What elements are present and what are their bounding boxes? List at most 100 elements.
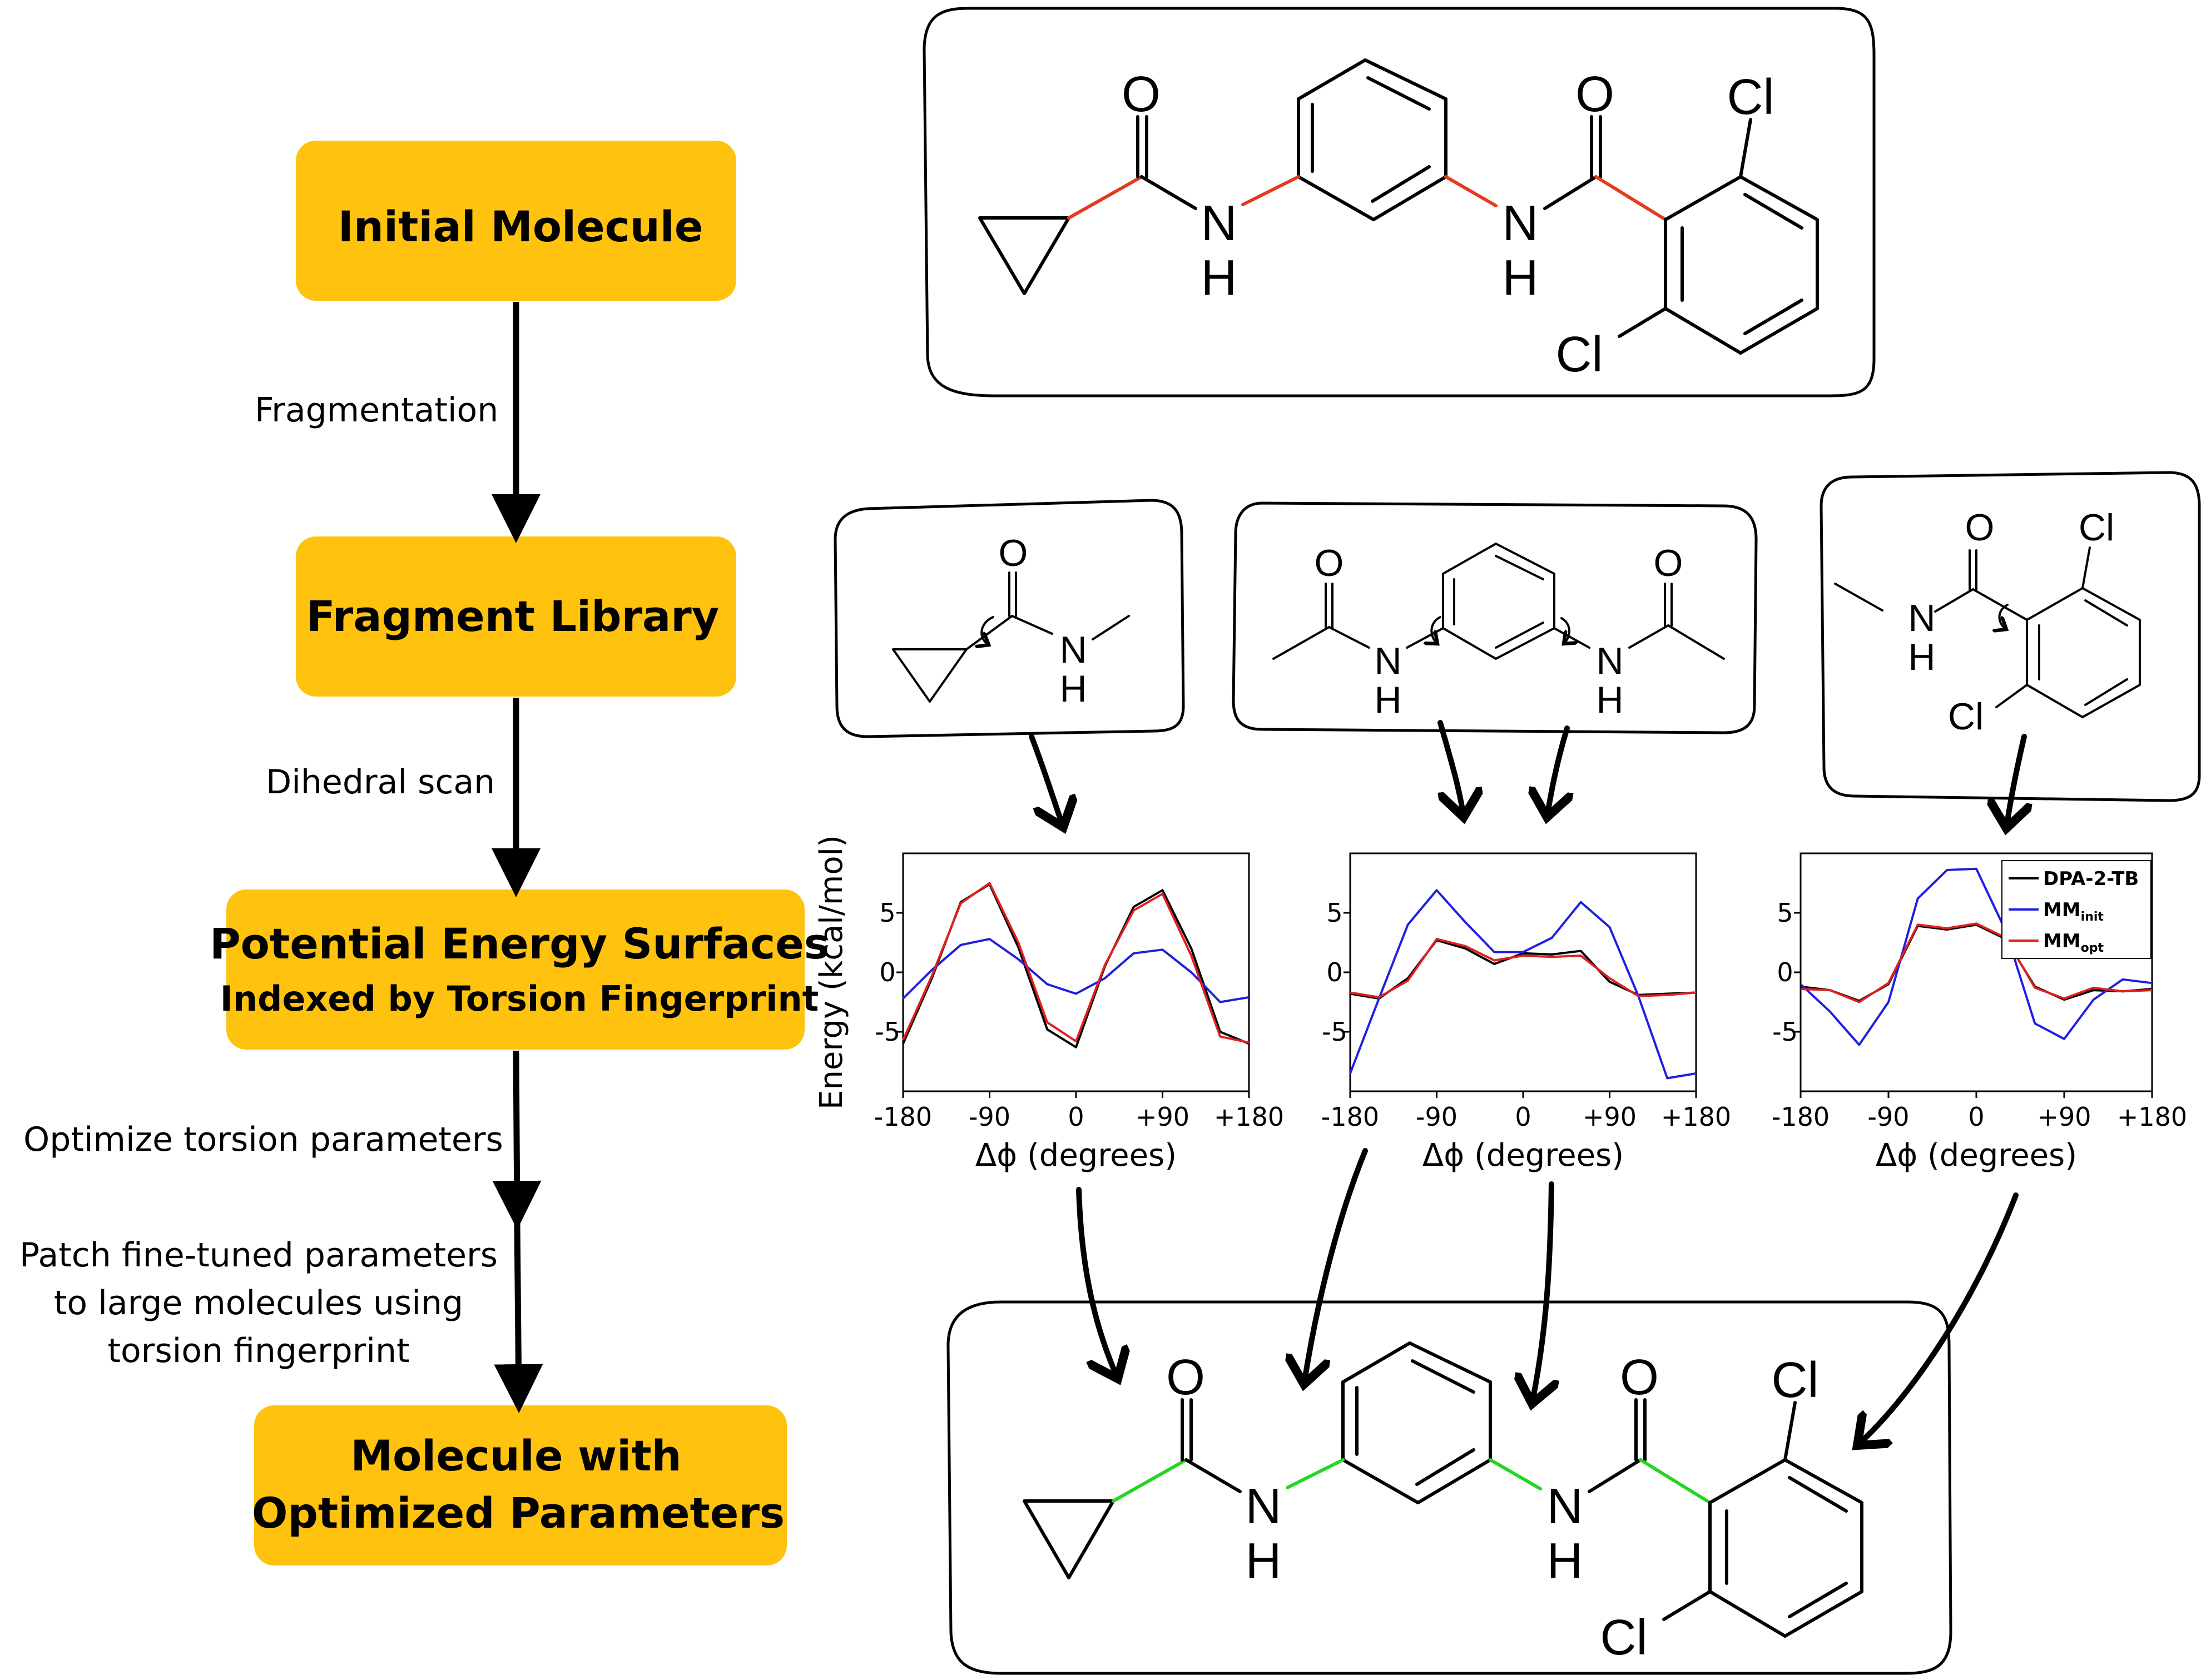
series-line <box>1799 867 2153 1046</box>
x-tick-label: -90 <box>969 1102 1010 1132</box>
atom-label: N <box>1246 1479 1282 1534</box>
atom-label: H <box>1908 636 1935 678</box>
atom-label: O <box>1654 542 1683 584</box>
atom-label: Cl <box>1556 327 1603 382</box>
card-outline <box>923 7 1876 397</box>
x-tick-label: -180 <box>874 1102 932 1132</box>
series-line <box>902 882 1250 1044</box>
atom-label: H <box>1596 679 1623 721</box>
card-outline <box>834 499 1185 738</box>
edge-labels: Fragmentation Dihedral scan Optimize tor… <box>19 391 503 1370</box>
y-tick-label: 0 <box>1326 957 1342 987</box>
energy-chart-1: -180 -90 0 +90 +180 5 0 -5 Δϕ (degrees) Energy (k… <box>814 835 1284 1174</box>
atom-label: O <box>1315 542 1344 584</box>
x-tick-label: 0 <box>1068 1102 1084 1132</box>
atom-label: H <box>1201 250 1237 306</box>
x-tick-label: +180 <box>1661 1102 1731 1132</box>
atom-label: H <box>1246 1533 1282 1589</box>
atom-label: O <box>1166 1350 1205 1405</box>
fragment-card-3: O Cl N H Cl <box>1820 471 2201 802</box>
x-tick-label: +180 <box>1214 1102 1284 1132</box>
x-tick-label: 0 <box>1968 1102 1984 1132</box>
series-line <box>902 883 1250 1048</box>
legend-entry: MMinit <box>2043 899 2104 924</box>
step-label: Molecule with <box>350 1431 681 1480</box>
step-label: Fragment Library <box>306 592 720 641</box>
step-label: Initial Molecule <box>338 202 703 251</box>
series-line <box>1350 939 1697 1000</box>
atom-label: O <box>1620 1350 1659 1405</box>
edge-label-dihedral-scan: Dihedral scan <box>266 763 495 802</box>
x-tick-label: +180 <box>2117 1102 2187 1132</box>
x-axis-label: Δϕ (degrees) <box>975 1137 1177 1174</box>
molecule-structure: O N H O N H Cl Cl <box>1023 1341 1863 1666</box>
atom-label: N <box>1596 640 1623 682</box>
card-outline <box>1232 501 1758 734</box>
atom-label: Cl <box>1727 69 1774 125</box>
legend-entry: DPA-2-TB <box>2043 868 2139 890</box>
edge-label-fragmentation: Fragmentation <box>255 391 498 430</box>
x-axis-label: Δϕ (degrees) <box>1876 1137 2077 1174</box>
atom-label: N <box>1908 597 1935 639</box>
initial-molecule-card: O N H O N H Cl Cl <box>923 7 1876 397</box>
atom-label: H <box>1059 668 1087 710</box>
optimized-molecule-card: O N H O N H Cl Cl <box>946 1300 1952 1675</box>
y-tick-label: 5 <box>879 898 895 928</box>
atom-label: H <box>1547 1533 1583 1589</box>
edge-label-patch: Patch fine-tuned parameters <box>19 1236 498 1275</box>
atom-label: N <box>1201 196 1237 251</box>
chart-legend: DPA-2-TB MMinit MMopt <box>2001 860 2151 959</box>
x-tick-label: -90 <box>1416 1102 1458 1132</box>
arrow-down <box>492 1050 542 1230</box>
x-axis-label: Δϕ (degrees) <box>1422 1137 1624 1174</box>
x-tick-label: -180 <box>1321 1102 1379 1132</box>
step-initial-molecule: Initial Molecule <box>296 141 736 301</box>
step-label: Potential Energy Surfaces <box>210 919 829 968</box>
edge-label-optimize: Optimize torsion parameters <box>23 1120 503 1159</box>
card-outline <box>1820 471 2201 802</box>
x-tick-label: 0 <box>1515 1102 1531 1132</box>
step-sublabel: Optimized Parameters <box>252 1488 785 1538</box>
step-fragment-library: Fragment Library <box>296 536 736 697</box>
step-potential-energy-surfaces: Potential Energy Surfaces Indexed by Tor… <box>210 889 829 1050</box>
workflow-arrows <box>492 302 543 1413</box>
molecule-structure: O N H O N H Cl Cl <box>978 58 1819 382</box>
series-line <box>1800 922 2153 1003</box>
arrow-down <box>494 1222 543 1413</box>
atom-label: N <box>1547 1479 1583 1534</box>
fragment-card-1: O N H <box>834 499 1185 738</box>
atom-label: Cl <box>2079 506 2114 549</box>
x-tick-label: -180 <box>1772 1102 1830 1132</box>
y-tick-label: 0 <box>1777 957 1793 987</box>
atom-label: O <box>999 532 1028 574</box>
x-tick-label: -90 <box>1867 1102 1909 1132</box>
card-outline <box>946 1300 1952 1675</box>
edge-label-patch: torsion fingerprint <box>107 1331 409 1370</box>
x-tick-label: +90 <box>2037 1102 2091 1132</box>
fragment-card-2: O N H O N H <box>1232 501 1758 734</box>
atom-label: H <box>1503 250 1539 306</box>
atom-label: O <box>1575 67 1614 122</box>
x-tick-label: +90 <box>1136 1102 1189 1132</box>
x-tick-label: +90 <box>1583 1102 1637 1132</box>
step-optimized-molecule: Molecule with Optimized Parameters <box>252 1405 787 1565</box>
atom-label: O <box>1122 67 1161 122</box>
atom-label: N <box>1503 196 1539 251</box>
energy-charts: -180 -90 0 +90 +180 5 0 -5 Δϕ (degrees) Energy (k… <box>814 835 2187 1174</box>
y-tick-label: -5 <box>875 1017 900 1047</box>
atom-label: Cl <box>1772 1353 1819 1408</box>
atom-label: N <box>1374 640 1401 682</box>
plot-frame <box>1349 852 1697 1092</box>
atom-label: O <box>1965 506 1995 549</box>
atom-label: H <box>1374 679 1401 721</box>
step-sublabel: Indexed by Torsion Fingerprint <box>220 978 819 1019</box>
fragment-to-chart-arrows <box>1029 720 2024 828</box>
y-tick-label: 0 <box>879 957 895 987</box>
y-tick-label: 5 <box>1777 898 1793 928</box>
chart-to-molecule-arrows <box>1076 1148 2019 1445</box>
series-line <box>902 938 1250 1003</box>
y-axis-label: Energy (kcal/mol) <box>814 835 850 1110</box>
